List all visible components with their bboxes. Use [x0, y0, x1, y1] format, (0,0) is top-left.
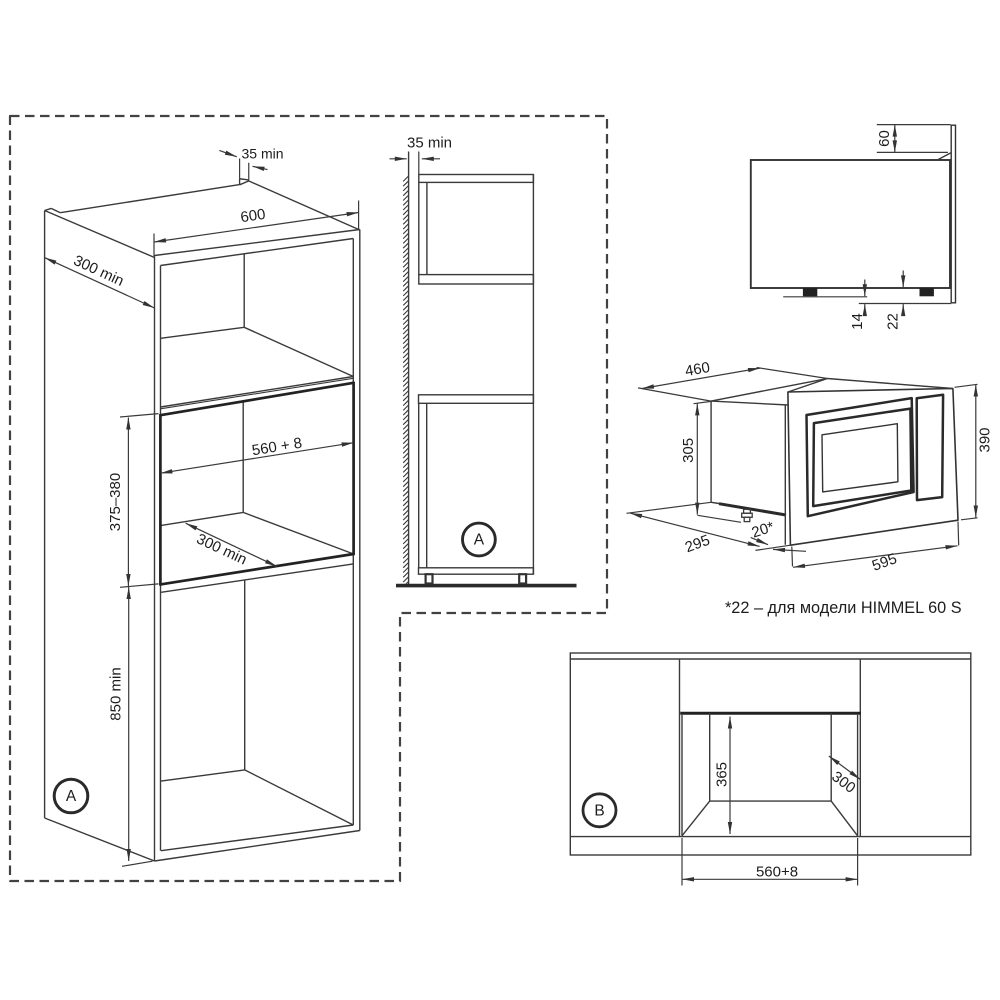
svg-text:60: 60: [876, 130, 893, 147]
svg-text:305: 305: [680, 438, 697, 463]
svg-text:A: A: [474, 532, 485, 549]
svg-text:850 min: 850 min: [108, 667, 125, 720]
svg-text:22: 22: [885, 313, 902, 330]
svg-text:390: 390: [976, 427, 993, 452]
svg-text:*22 – для модели HIMMEL 60 S: *22 – для модели HIMMEL 60 S: [725, 599, 962, 617]
svg-text:35 min: 35 min: [407, 135, 452, 152]
svg-text:460: 460: [684, 359, 712, 380]
svg-text:A: A: [66, 788, 77, 805]
svg-text:35 min: 35 min: [242, 146, 284, 162]
svg-text:B: B: [594, 802, 604, 819]
svg-text:365: 365: [714, 762, 731, 787]
svg-text:14: 14: [849, 313, 866, 330]
svg-text:560+8: 560+8: [756, 864, 798, 881]
svg-text:20*: 20*: [750, 518, 777, 541]
svg-text:375–380: 375–380: [107, 473, 124, 531]
svg-text:600: 600: [239, 206, 266, 226]
